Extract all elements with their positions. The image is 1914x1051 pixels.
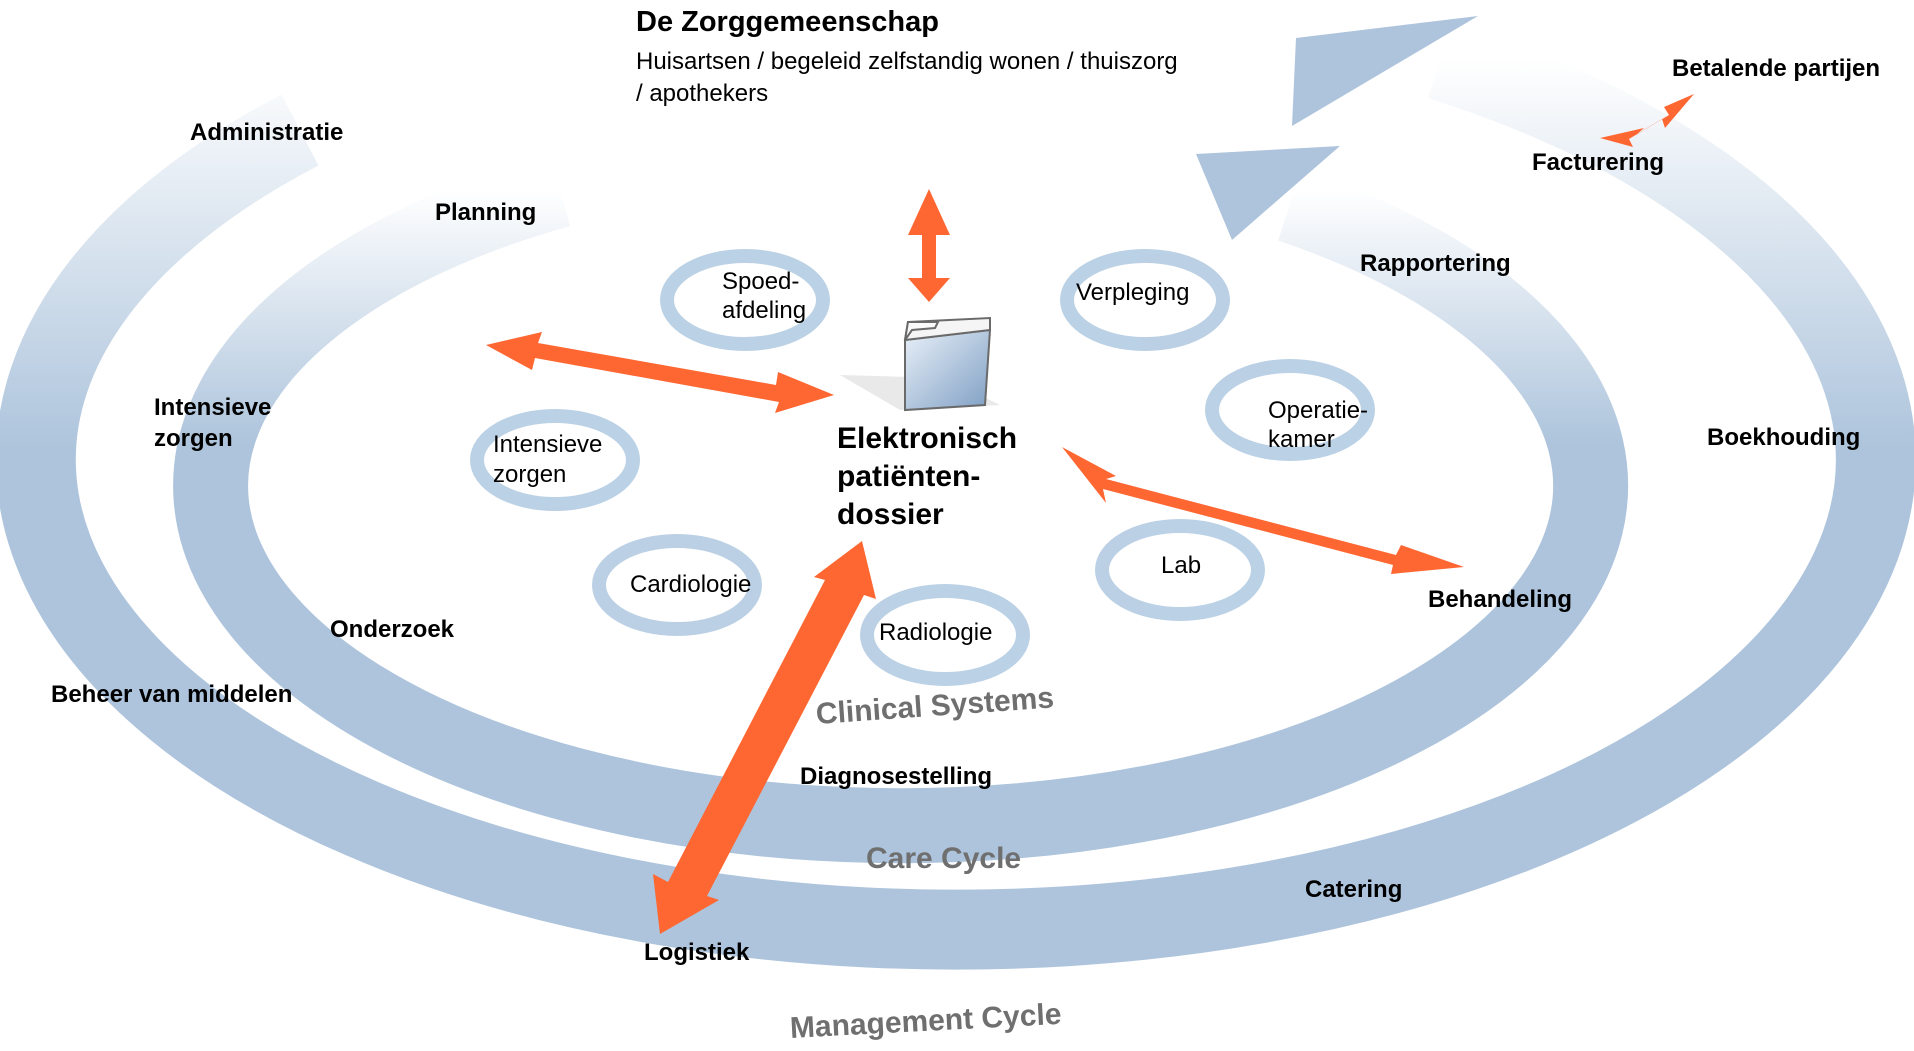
node-spoedafdeling-line-2: afdeling: [722, 297, 807, 324]
arrow-betalende: [1600, 94, 1694, 147]
arrow-zorggemeenschap: [908, 189, 950, 302]
care-label-planning: Planning: [435, 199, 537, 226]
mgmt-label-facturering: Facturering: [1532, 149, 1665, 176]
care-cycle-title: Care Cycle: [866, 842, 1022, 875]
arrow-behandeling: [1062, 447, 1464, 574]
node-verpleging: Verpleging: [1076, 279, 1190, 306]
folder-icon: [840, 316, 1000, 412]
care-label-rapportering: Rapportering: [1360, 250, 1511, 277]
arrow-logistiek: [653, 541, 876, 934]
center-label-line-2: patiënten-: [837, 460, 981, 493]
mgmt-label-boekhouding: Boekhouding: [1707, 424, 1861, 451]
page-title: De Zorggemeenschap: [636, 6, 939, 38]
management-cycle-ring: [0, 16, 1914, 970]
center-label-line-3: dossier: [837, 498, 944, 531]
arrow-left: [486, 332, 834, 413]
care-cycle-ring: [173, 146, 1629, 864]
subtitle-line-1: Huisartsen / begeleid zelfstandig wonen …: [636, 48, 1178, 75]
mgmt-label-beheer: Beheer van middelen: [51, 681, 293, 708]
node-spoedafdeling-line-1: Spoed-: [722, 268, 800, 295]
mgmt-label-catering: Catering: [1305, 876, 1403, 903]
external-betalende-partijen: Betalende partijen: [1672, 55, 1881, 82]
node-intensieve-line-2: zorgen: [493, 461, 567, 488]
orange-arrows: [486, 94, 1694, 934]
node-operatiekamer-line-2: kamer: [1268, 426, 1335, 453]
subtitle-line-2: / apothekers: [636, 80, 769, 107]
care-label-intensieve-line-2: zorgen: [154, 425, 233, 452]
mgmt-label-administratie: Administratie: [190, 119, 344, 146]
care-label-intensieve-line-1: Intensieve: [154, 394, 272, 421]
care-label-behandeling: Behandeling: [1428, 586, 1573, 613]
node-cardiologie: Cardiologie: [630, 571, 752, 598]
node-operatiekamer-line-1: Operatie-: [1268, 397, 1369, 424]
mgmt-label-logistiek: Logistiek: [644, 939, 750, 966]
mini-cycles: [470, 249, 1375, 686]
node-intensieve-line-1: Intensieve: [493, 431, 603, 458]
node-lab: Lab: [1161, 552, 1202, 579]
center-label-line-1: Elektronisch: [837, 422, 1018, 455]
node-radiologie: Radiologie: [879, 619, 993, 646]
care-label-diagnosestelling: Diagnosestelling: [800, 763, 993, 790]
care-label-onderzoek: Onderzoek: [330, 616, 455, 643]
